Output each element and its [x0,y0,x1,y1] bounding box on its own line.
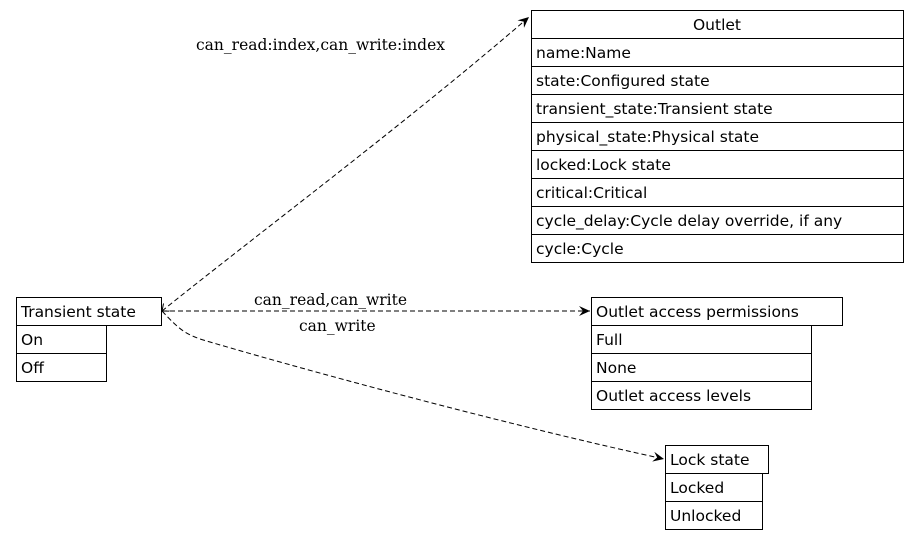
class-permissions-row-text: None [596,359,636,377]
edge-transient-to-outlet [162,16,530,311]
class-lock-state-row [665,473,763,502]
class-permissions-row [591,325,812,354]
class-permissions-title: Outlet access permissions [596,303,799,321]
class-outlet-row [531,38,904,67]
class-outlet-row [531,234,904,263]
class-lock-state-row [665,501,763,530]
class-lock-state-header [665,445,769,474]
edge-label-to-permissions: can_read,can_write [254,291,407,309]
class-transient-state: Transient state On Off [16,297,162,382]
class-transient-state-row [16,353,107,382]
class-outlet-row-text: transient_state:Transient state [536,100,773,119]
class-outlet-row-text: locked:Lock state [536,156,671,174]
class-transient-state-title: Transient state [20,303,136,321]
class-outlet-access-permissions: Outlet access permissions Full None Outl… [591,297,843,410]
class-outlet-row [531,206,904,235]
class-outlet-title: Outlet [693,16,741,34]
class-lock-state-row-text: Locked [670,479,724,497]
edge-label-to-lock-state: can_write [299,317,376,335]
edge-label-to-outlet: can_read:index,can_write:index [196,36,445,54]
class-transient-state-row [16,325,107,354]
class-outlet-row-text: physical_state:Physical state [536,128,759,147]
class-transient-state-header [16,297,162,326]
class-transient-state-row-text: Off [21,359,44,377]
class-outlet-row-text: state:Configured state [536,72,710,90]
class-lock-state: Lock state Locked Unlocked [665,445,769,530]
class-permissions-row [591,381,812,410]
class-outlet-row [531,66,904,95]
edge-transient-to-lock-state [161,310,665,462]
class-permissions-row-text: Outlet access levels [596,387,751,405]
class-outlet-row-text: critical:Critical [536,184,647,202]
class-transient-state-row-text: On [21,331,43,349]
class-outlet-row-text: cycle_delay:Cycle delay override, if any [536,212,842,231]
class-lock-state-title: Lock state [670,451,750,469]
class-outlet: Outlet name:Name state:Configured state … [531,10,904,263]
class-permissions-header [591,297,843,326]
class-outlet-row-text: name:Name [536,44,631,62]
class-outlet-row-text: cycle:Cycle [536,240,624,258]
class-permissions-row [591,353,812,382]
class-lock-state-row-text: Unlocked [670,507,741,525]
class-permissions-row-text: Full [596,331,623,349]
